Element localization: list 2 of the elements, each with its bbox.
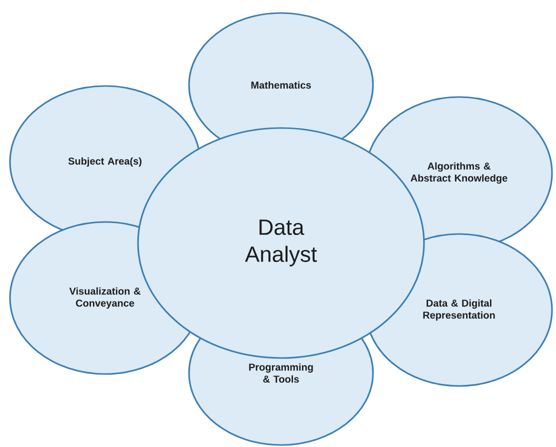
node-label: Data & Digital Representation xyxy=(423,299,495,321)
node-label: Programming & Tools xyxy=(249,363,313,383)
